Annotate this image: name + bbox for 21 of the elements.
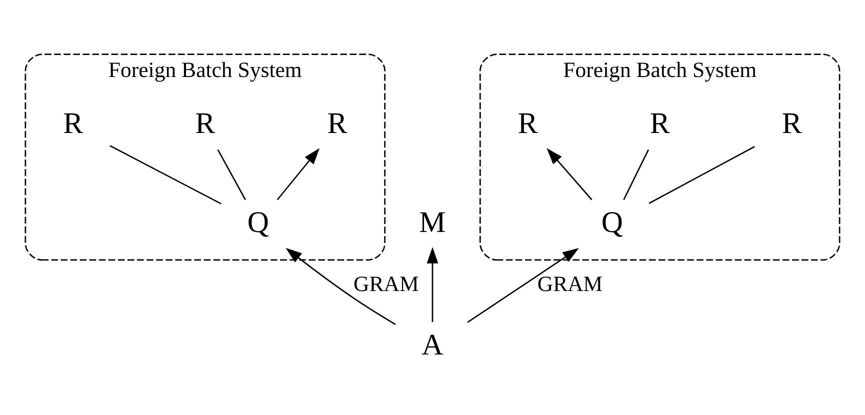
node-text: R bbox=[518, 106, 538, 140]
edge-label: GRAM bbox=[354, 272, 419, 296]
arrow bbox=[276, 148, 320, 200]
node-text: R bbox=[650, 106, 670, 140]
arrow bbox=[546, 148, 592, 200]
edge-label: GRAM bbox=[537, 272, 603, 296]
connector bbox=[623, 149, 650, 200]
node-text: Q bbox=[601, 206, 624, 240]
connector bbox=[110, 145, 222, 204]
arrow bbox=[286, 248, 396, 325]
node-text: R bbox=[327, 106, 348, 140]
node-text: R bbox=[63, 106, 84, 140]
node-text: M bbox=[419, 206, 446, 240]
node-text: A bbox=[422, 328, 444, 362]
node-text: Q bbox=[247, 206, 270, 240]
arrow bbox=[426, 247, 438, 322]
node-text: R bbox=[782, 106, 802, 140]
connector bbox=[217, 149, 246, 200]
node-text: R bbox=[195, 106, 216, 140]
connector bbox=[648, 146, 755, 204]
arrow bbox=[467, 248, 579, 323]
